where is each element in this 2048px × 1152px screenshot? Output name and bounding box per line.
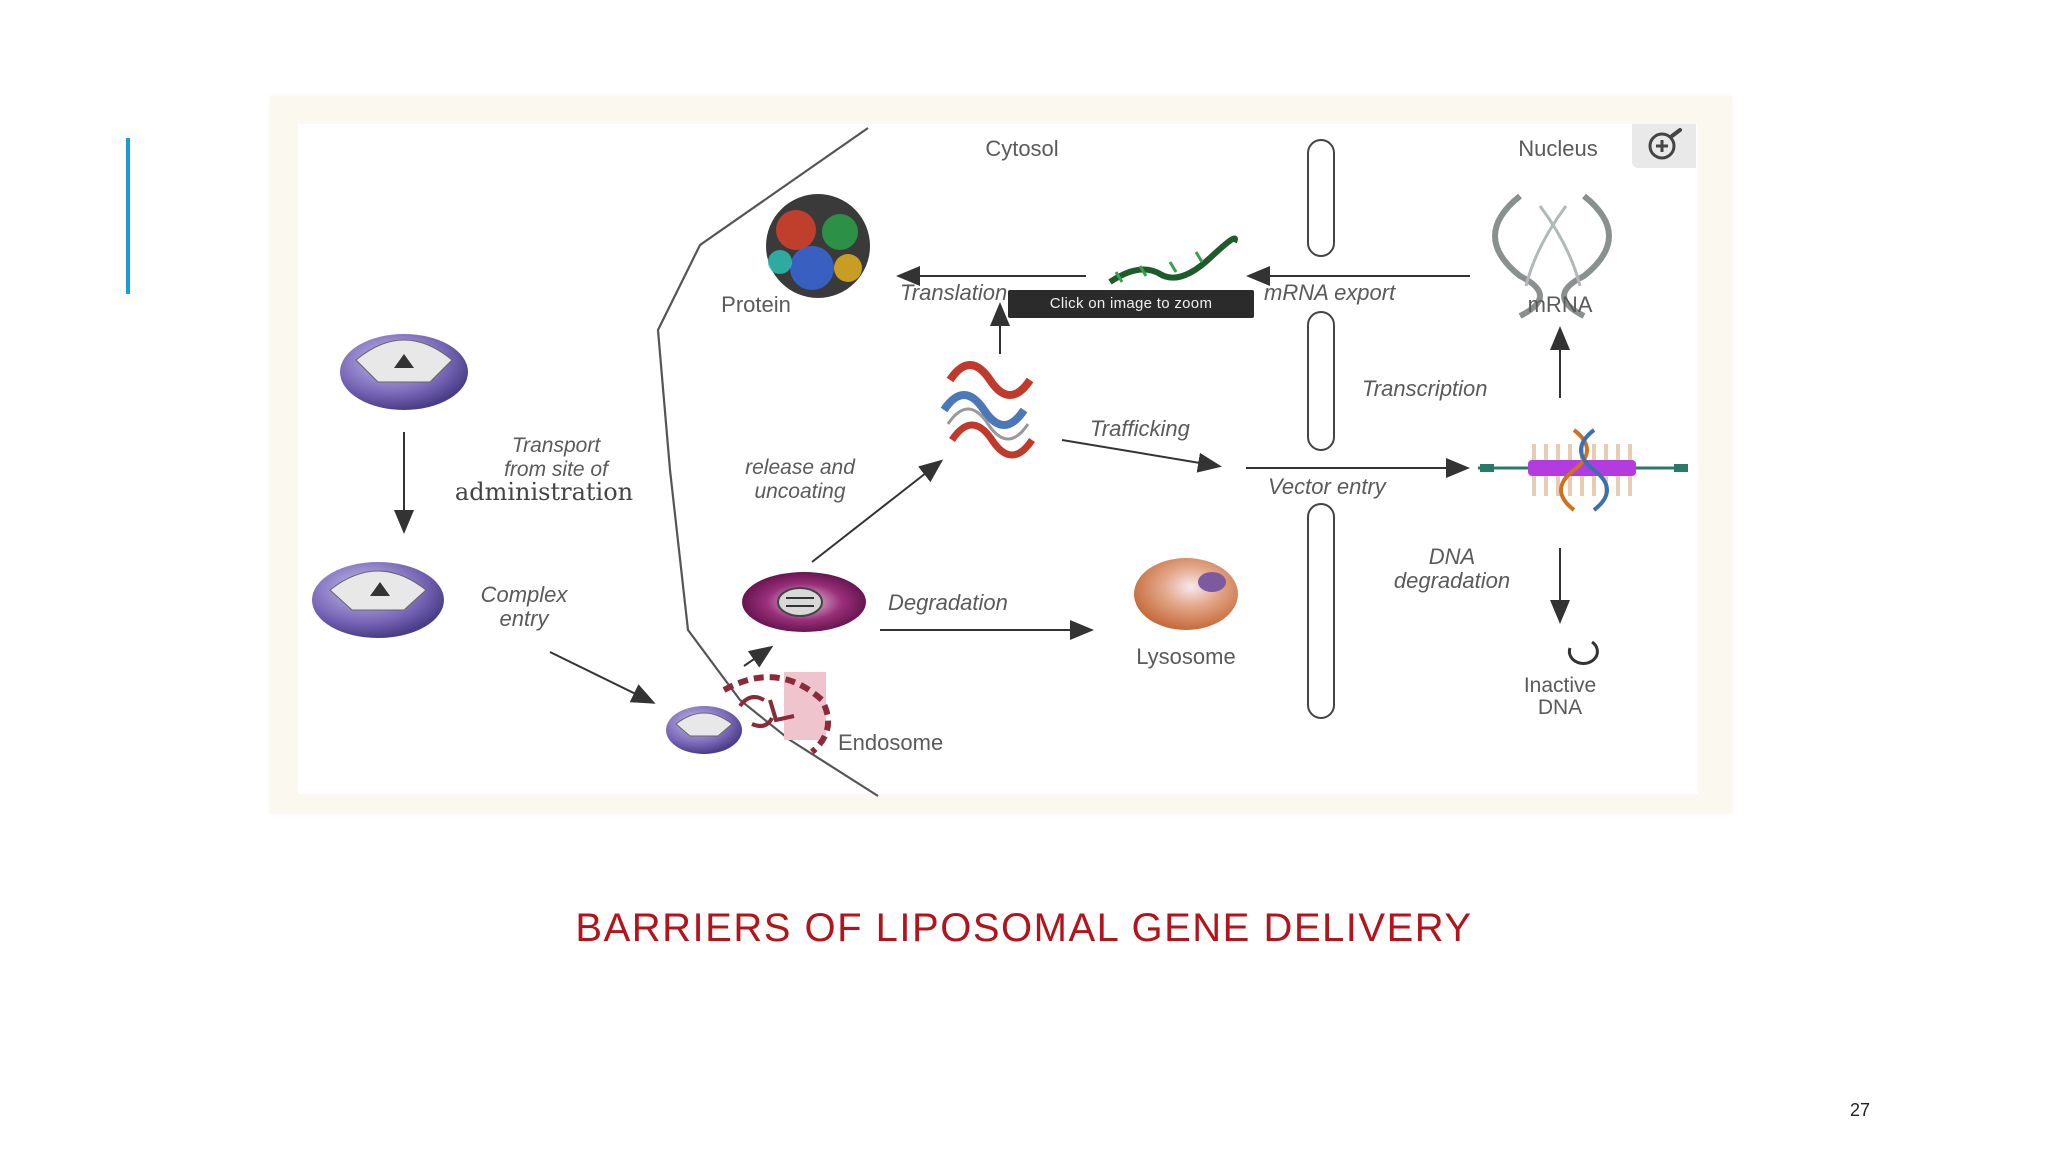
liposome-entry-icon [312, 562, 444, 638]
page-number: 27 [1849, 1100, 1870, 1120]
cell-membrane [656, 127, 879, 797]
arrow-complex-entry [549, 651, 656, 704]
slide-title: BARRIERS OF LIPOSOMAL GENE DELIVERY [575, 906, 1473, 950]
label-inactive-line2: DNA [1538, 696, 1582, 719]
label-complex-line1: Complex [481, 582, 569, 607]
vector-dna-icon [1478, 428, 1688, 512]
label-cytosol: Cytosol [985, 136, 1058, 161]
arrow-trafficking [1061, 439, 1222, 473]
nuclear-membrane-bottom [1307, 503, 1335, 719]
label-transport-line3: administration [455, 478, 633, 506]
label-protein: Protein [721, 292, 791, 317]
label-vector-entry: Vector entry [1268, 474, 1388, 499]
liposome-endosome-icon [666, 706, 742, 754]
label-degradation: Degradation [888, 590, 1008, 615]
label-nucleus: Nucleus [1518, 136, 1597, 161]
label-translation: Translation [900, 280, 1007, 305]
label-dna-degradation-line1: DNA [1429, 544, 1475, 569]
zoom-tooltip: Click on image to zoom [1008, 290, 1254, 318]
inactive-dna-icon [1567, 640, 1599, 665]
label-transport-line2: from site of [504, 458, 610, 481]
label-complex-line2: entry [500, 606, 551, 631]
mrna-strand-icon [1108, 235, 1238, 285]
accent-bar [126, 138, 130, 294]
label-mrna-export: mRNA export [1264, 280, 1396, 305]
label-mrna: mRNA [1528, 292, 1593, 317]
label-transcription: Transcription [1362, 376, 1488, 401]
mrna-helix-icon [1492, 193, 1612, 319]
nuclear-membrane-top [1307, 139, 1335, 257]
label-transport-line1: Transport [512, 434, 601, 457]
zoom-in-icon [1648, 128, 1682, 160]
label-dna-degradation-line2: degradation [1394, 568, 1510, 593]
zoom-button[interactable] [1632, 124, 1696, 168]
lysosome-icon [1134, 558, 1238, 630]
label-release-line1: release and [745, 456, 856, 479]
label-trafficking: Trafficking [1090, 416, 1191, 441]
nuclear-membrane-middle [1307, 311, 1335, 451]
label-release-line2: uncoating [754, 480, 845, 503]
arrow-release [811, 459, 944, 563]
label-inactive-line1: Inactive [1524, 674, 1596, 697]
endosome-icon [722, 672, 832, 755]
arrow-to-endosome-ring [743, 645, 774, 668]
label-endosome: Endosome [838, 730, 943, 755]
liposome-icon [340, 334, 468, 410]
endosome-ring-icon [742, 572, 866, 632]
protein-icon [766, 194, 870, 298]
dna-strands-icon [940, 361, 1035, 459]
label-lysosome: Lysosome [1136, 644, 1235, 669]
